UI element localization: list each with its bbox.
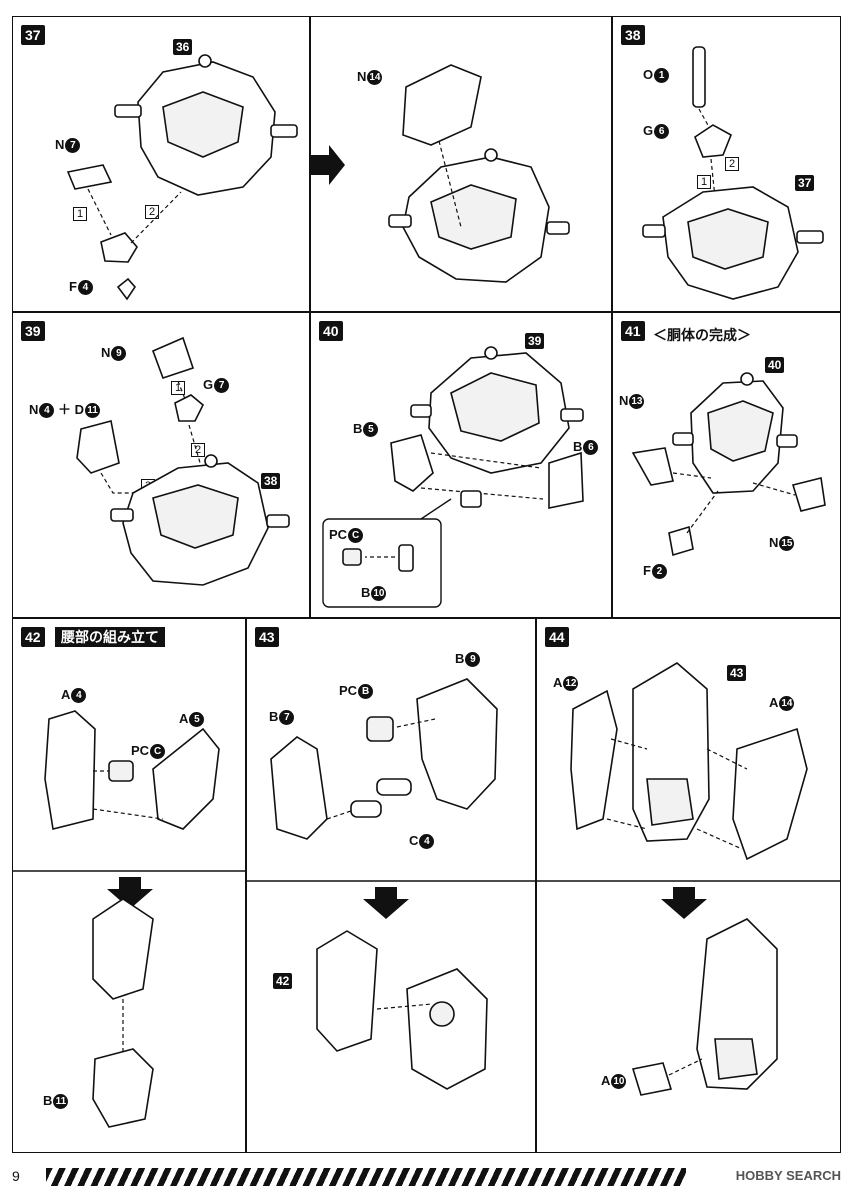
page-number: 9	[12, 1168, 20, 1184]
watermark: HOBBY SEARCH	[735, 1168, 841, 1183]
sequence-2: 2	[191, 443, 205, 457]
step-37-result-drawing	[311, 64, 570, 283]
step-number: 44	[545, 627, 569, 647]
ref-step-37: 37	[795, 175, 815, 191]
step-39-drawing	[76, 336, 290, 586]
step-38-drawing	[642, 46, 824, 300]
footer-stripes	[46, 1168, 686, 1186]
step-42-drawing	[13, 710, 245, 1128]
step-37-drawing	[66, 54, 298, 301]
step-number: 43	[255, 627, 279, 647]
step-number: 41	[621, 321, 645, 341]
step-number: 42	[21, 627, 45, 647]
step-title: 腰部の組み立て	[55, 627, 165, 647]
step-number: 38	[621, 25, 645, 45]
step-39-panel: 39 38 N9 G7 N4 ＋ D11 1 2 3	[12, 312, 310, 618]
step-number: 40	[319, 321, 343, 341]
ref-step-40: 40	[765, 357, 785, 373]
sequence-2: 2	[725, 157, 739, 171]
sequence-2: 2	[145, 205, 159, 219]
ref-step-39: 39	[525, 333, 545, 349]
step-title: ＜胴体の完成＞	[653, 327, 751, 343]
step-44-drawing	[537, 662, 840, 1096]
ref-step-43: 43	[727, 665, 747, 681]
sequence-1: 1	[697, 175, 711, 189]
step-43-drawing	[247, 678, 535, 1090]
step-number: 39	[21, 321, 45, 341]
sequence-1: 1	[73, 207, 87, 221]
step-number: 37	[21, 25, 45, 45]
ref-step-36: 36	[173, 39, 193, 55]
step-41-drawing	[631, 372, 826, 557]
step-40-drawing	[322, 346, 584, 608]
ref-step-38: 38	[261, 473, 281, 489]
ref-step-42: 42	[273, 973, 293, 989]
page-footer: 9 HOBBY SEARCH	[12, 1162, 841, 1190]
